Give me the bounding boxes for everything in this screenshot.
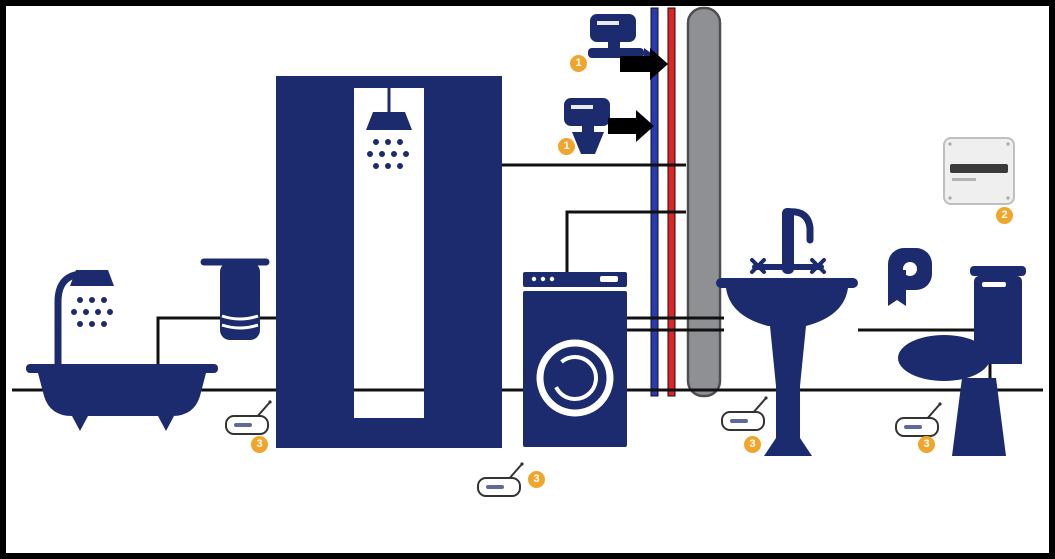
marker-controller: 2 bbox=[996, 207, 1013, 224]
cabin-shower-head bbox=[366, 112, 412, 130]
bathtub-rim bbox=[26, 364, 218, 373]
sink-bowl bbox=[726, 288, 848, 326]
sink-icon bbox=[716, 208, 858, 456]
washer-door-ring bbox=[536, 339, 614, 417]
marker-sensor-sink: 3 bbox=[744, 436, 761, 453]
water-drops bbox=[367, 139, 409, 169]
pipe-washer-supply bbox=[565, 210, 686, 274]
leak-sensor-sink-icon bbox=[721, 396, 768, 431]
washer-door-glass bbox=[552, 355, 598, 401]
sink-rim bbox=[716, 278, 858, 288]
pipe-riser-hot bbox=[667, 7, 676, 397]
washing-machine-icon bbox=[523, 272, 627, 447]
shutoff-valve-lower-icon bbox=[564, 98, 624, 154]
shower-cabin-icon bbox=[276, 76, 502, 448]
toilet-base bbox=[952, 378, 1006, 456]
leak-sensor-washer-icon bbox=[477, 462, 524, 497]
faucet-spout bbox=[784, 208, 814, 244]
toilet-tank bbox=[974, 276, 1022, 348]
plumbing-diagram bbox=[12, 6, 1043, 497]
bathtub-shower-arm bbox=[54, 270, 96, 374]
marker-sensor-washing-machine: 3 bbox=[528, 471, 545, 488]
faucet-bar bbox=[752, 264, 824, 270]
arrow-right-icon bbox=[620, 48, 668, 80]
leak-sensor-bathtub-icon bbox=[225, 400, 272, 435]
pipe-riser-cold bbox=[650, 7, 659, 397]
controller-box-icon bbox=[943, 137, 1015, 205]
arrow-right-icon bbox=[608, 110, 654, 142]
marker-valve-upper: 1 bbox=[570, 55, 587, 72]
cabin-base-tray bbox=[276, 418, 502, 448]
marker-sensor-bathtub: 3 bbox=[251, 436, 268, 453]
faucet-handle-left bbox=[750, 258, 766, 274]
toilet-tank-lid bbox=[970, 266, 1026, 276]
marker-valve-lower: 1 bbox=[558, 138, 575, 155]
bathtub-icon bbox=[26, 270, 218, 431]
washer-control-panel bbox=[523, 272, 627, 287]
bathtub-body bbox=[38, 373, 206, 416]
towel-rail-icon bbox=[200, 258, 270, 340]
toilet-flush-button bbox=[982, 282, 1006, 287]
water-drops bbox=[71, 297, 113, 327]
paper-core bbox=[903, 262, 917, 276]
leak-sensor-toilet-icon bbox=[895, 402, 942, 437]
bathtub-foot bbox=[158, 416, 174, 431]
faucet-handle-right bbox=[810, 258, 826, 274]
bathtub-shower-head bbox=[70, 270, 114, 286]
towel bbox=[220, 262, 260, 340]
toilet-seat bbox=[898, 335, 990, 381]
washer-body bbox=[523, 291, 627, 447]
sink-pedestal bbox=[764, 326, 812, 456]
controller-display-slot bbox=[950, 164, 1008, 173]
cabin-left-panel bbox=[276, 76, 354, 448]
cabin-right-panel bbox=[424, 76, 502, 448]
paper-strip bbox=[888, 270, 906, 306]
pipe-riser-drain bbox=[686, 6, 722, 398]
faucet-neck bbox=[782, 208, 794, 274]
toilet-icon bbox=[898, 266, 1026, 456]
bathtub-foot bbox=[72, 416, 88, 431]
toilet-paper-icon bbox=[888, 248, 932, 306]
shutoff-valve-upper-icon bbox=[588, 14, 658, 58]
marker-sensor-toilet: 3 bbox=[918, 436, 935, 453]
